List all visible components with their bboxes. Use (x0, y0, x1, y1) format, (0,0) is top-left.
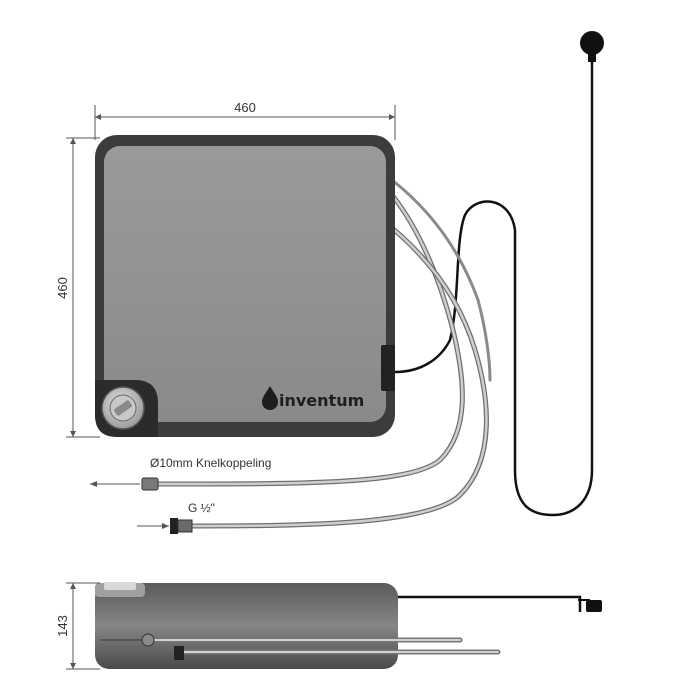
height-dimension-label: 460 (55, 277, 70, 299)
water-drop-icon (262, 386, 278, 410)
width-dimension: 460 (94, 100, 396, 140)
power-cable (380, 31, 604, 517)
depth-dimension: 143 (55, 582, 100, 670)
brand-logo: inventum (279, 391, 364, 410)
width-dimension-label: 460 (234, 100, 256, 115)
side-view-cable (398, 595, 582, 612)
height-dimension: 460 (55, 137, 100, 438)
side-view-plug (586, 600, 602, 612)
depth-dimension-label: 143 (55, 615, 70, 637)
power-plug (580, 31, 604, 55)
thread-fitting (137, 518, 193, 534)
appliance-front-view: inventum (95, 135, 395, 437)
compression-fitting (90, 477, 159, 491)
front-panel (104, 146, 386, 422)
temperature-knob (101, 386, 145, 430)
appliance-side-view (95, 582, 602, 669)
water-hoses: Ø10mm Knelkoppeling G ½" (90, 178, 492, 534)
side-connector (381, 345, 395, 391)
compression-fitting-label: Ø10mm Knelkoppeling (150, 456, 271, 470)
side-view-body (95, 583, 398, 669)
thread-label: G ½" (188, 501, 215, 515)
